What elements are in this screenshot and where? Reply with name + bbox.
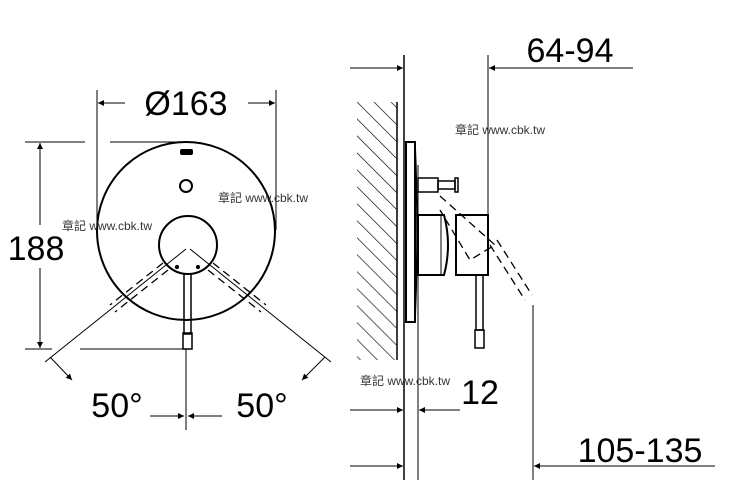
lever [183, 273, 192, 335]
angle-left-label: 50° [91, 387, 142, 425]
lever-ghost-right [207, 262, 267, 313]
watermark: 章記 www.cbk.tw [62, 218, 152, 233]
wall-hatch [357, 102, 397, 360]
handle-knob [455, 214, 489, 276]
diverter-pin [417, 177, 439, 193]
depth-range-label: 64-94 [527, 32, 614, 70]
handle-hub [158, 215, 218, 275]
diverter-knob [179, 179, 193, 193]
watermark: 章記 www.cbk.tw [455, 122, 545, 137]
cover-plate [96, 141, 276, 321]
lever-ghost-left [109, 262, 169, 313]
diverter-slot [180, 149, 193, 155]
angle-right-label: 50° [236, 387, 287, 425]
watermark: 章記 www.cbk.tw [218, 190, 308, 205]
valve-body [417, 214, 449, 276]
diameter-label: Ø163 [144, 85, 227, 123]
front-view [25, 90, 332, 430]
watermark: 章記 www.cbk.tw [360, 373, 450, 388]
plate-offset-label: 12 [461, 374, 499, 412]
side-view [350, 55, 715, 480]
height-label: 188 [8, 230, 65, 268]
lever-tip [182, 332, 193, 350]
lever-reach-label: 105-135 [578, 432, 703, 470]
side-cover-plate [405, 141, 416, 323]
side-lever [475, 274, 484, 331]
side-lever-ghost [439, 195, 533, 301]
